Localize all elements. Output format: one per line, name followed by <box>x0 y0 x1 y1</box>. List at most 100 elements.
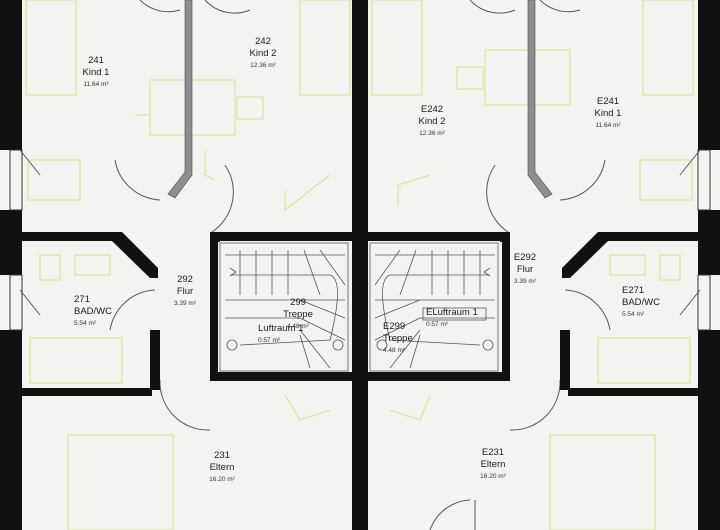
partition-E241-E242 <box>527 0 553 199</box>
stair-tread <box>299 334 311 369</box>
room-number: 231 <box>214 450 230 461</box>
wall-bath-bottom-right <box>568 388 698 396</box>
wall-outer-right-mid <box>698 210 720 275</box>
wall-bath-top-left <box>22 232 112 241</box>
room-label-231: 231 Eltern 16.20 m² <box>202 450 242 486</box>
room-label-271: 271 BAD/WC 5.54 m² <box>74 294 112 330</box>
wall-bath-diag-left <box>112 232 158 278</box>
room-name: Eltern <box>209 462 235 473</box>
room-label-E271: E271 BAD/WC 5.54 m² <box>622 285 660 321</box>
room-name: Treppe <box>283 309 313 320</box>
door-swing-E271 <box>564 289 611 331</box>
stair-tread <box>299 299 346 319</box>
door-swing-bottom-right <box>429 499 471 530</box>
bed-241 <box>25 0 77 96</box>
stair-tread <box>299 329 331 369</box>
wall-outer-right-top <box>698 0 720 150</box>
room-name: ELuftraum 1 <box>426 307 478 318</box>
room-area: 5.54 m² <box>622 311 645 318</box>
partition-241-242 <box>167 0 193 199</box>
wall-stair-side-left <box>210 241 218 372</box>
bathtub-271 <box>29 337 123 384</box>
window-door-left <box>19 149 41 176</box>
stair-post <box>482 339 494 351</box>
stair-post <box>376 339 388 351</box>
room-area: 12.36 m² <box>419 130 445 137</box>
room-name: Flur <box>516 264 534 275</box>
bed-E242 <box>371 0 423 96</box>
toilet-E271 <box>659 254 681 281</box>
chair-242 <box>236 96 264 120</box>
room-label-299: 299 Treppe 4.48 m² <box>280 297 316 333</box>
door-swing-271 <box>109 289 156 331</box>
room-name: BAD/WC <box>622 297 660 308</box>
room-name: Kind 2 <box>249 48 277 59</box>
stair-handrail <box>382 274 490 346</box>
room-area: 3.39 m² <box>513 278 537 285</box>
wall-party <box>352 0 368 530</box>
room-label-292: 292 Flur 3.39 m² <box>167 274 203 310</box>
room-number: E242 <box>420 104 444 115</box>
room-label-E231: E231 Eltern 16.20 m² <box>473 447 513 483</box>
desk-corner-E242 <box>397 174 431 205</box>
stair-tread <box>409 334 421 369</box>
window-door-right <box>679 149 701 176</box>
stair-handrail <box>230 274 338 346</box>
room-number: E231 <box>481 447 505 458</box>
window-door-right-bath <box>679 289 701 316</box>
room-label-luftraum: Luftraum 1 0.57 m² <box>258 323 303 347</box>
stair-post <box>226 339 238 351</box>
stair-tread <box>374 317 421 341</box>
room-label-242: 242 Kind 2 12.36 m² <box>245 36 281 72</box>
chair-legs <box>204 150 216 181</box>
wall-bath-side-left <box>150 330 160 390</box>
stair-tread <box>374 299 421 319</box>
room-area: 11.64 m² <box>595 122 621 129</box>
wall-bath-diag-right <box>562 232 608 278</box>
desk-E241 <box>639 159 693 201</box>
stair-arrow <box>483 267 491 277</box>
stair-tread <box>319 249 346 286</box>
room-label-E299: E299 Treppe 4.48 m² <box>383 321 413 357</box>
room-label-E292: E292 Flur 3.39 m² <box>507 252 543 288</box>
window-left-top <box>9 149 23 211</box>
room-number: E299 <box>383 321 406 332</box>
door-swing-E241 <box>539 0 581 13</box>
wall-stair-side-right <box>502 241 510 372</box>
wardrobe-231 <box>284 394 331 421</box>
window-sills <box>9 149 711 331</box>
window-right-top <box>697 149 711 211</box>
desk-241 <box>27 159 81 201</box>
room-name: Kind 2 <box>418 116 446 127</box>
bed-E231 <box>549 434 656 530</box>
room-area: 5.54 m² <box>74 320 97 327</box>
wall-outer-left-mid <box>0 210 22 275</box>
wall-stair-top-left <box>210 232 352 241</box>
bed-242 <box>299 0 351 96</box>
room-label-E242: E242 Kind 2 12.36 m² <box>412 104 452 140</box>
wall-outer-left-top <box>0 0 22 150</box>
room-number: 241 <box>88 55 104 66</box>
sink-271 <box>74 254 111 276</box>
furniture <box>25 0 694 530</box>
bed-E241 <box>642 0 694 96</box>
stair-tread <box>299 317 346 341</box>
room-number: E271 <box>622 285 645 296</box>
room-number: 299 <box>290 297 306 308</box>
toilet-271 <box>39 254 61 281</box>
room-number: E241 <box>596 96 620 107</box>
room-area: 16.20 m² <box>209 476 235 483</box>
doors <box>19 0 701 530</box>
door-swing-242 <box>204 0 251 14</box>
door-swing-flur-right-a <box>559 159 606 201</box>
room-number: E292 <box>513 252 537 263</box>
wall-outer-right-bottom <box>698 330 720 530</box>
door-swing-flur-right-b <box>486 164 509 233</box>
bathtub-E271 <box>597 337 691 384</box>
window-right-bath <box>697 274 711 331</box>
desk-242 <box>149 79 236 136</box>
room-area: 12.36 m² <box>250 62 276 69</box>
room-name: BAD/WC <box>74 306 112 317</box>
